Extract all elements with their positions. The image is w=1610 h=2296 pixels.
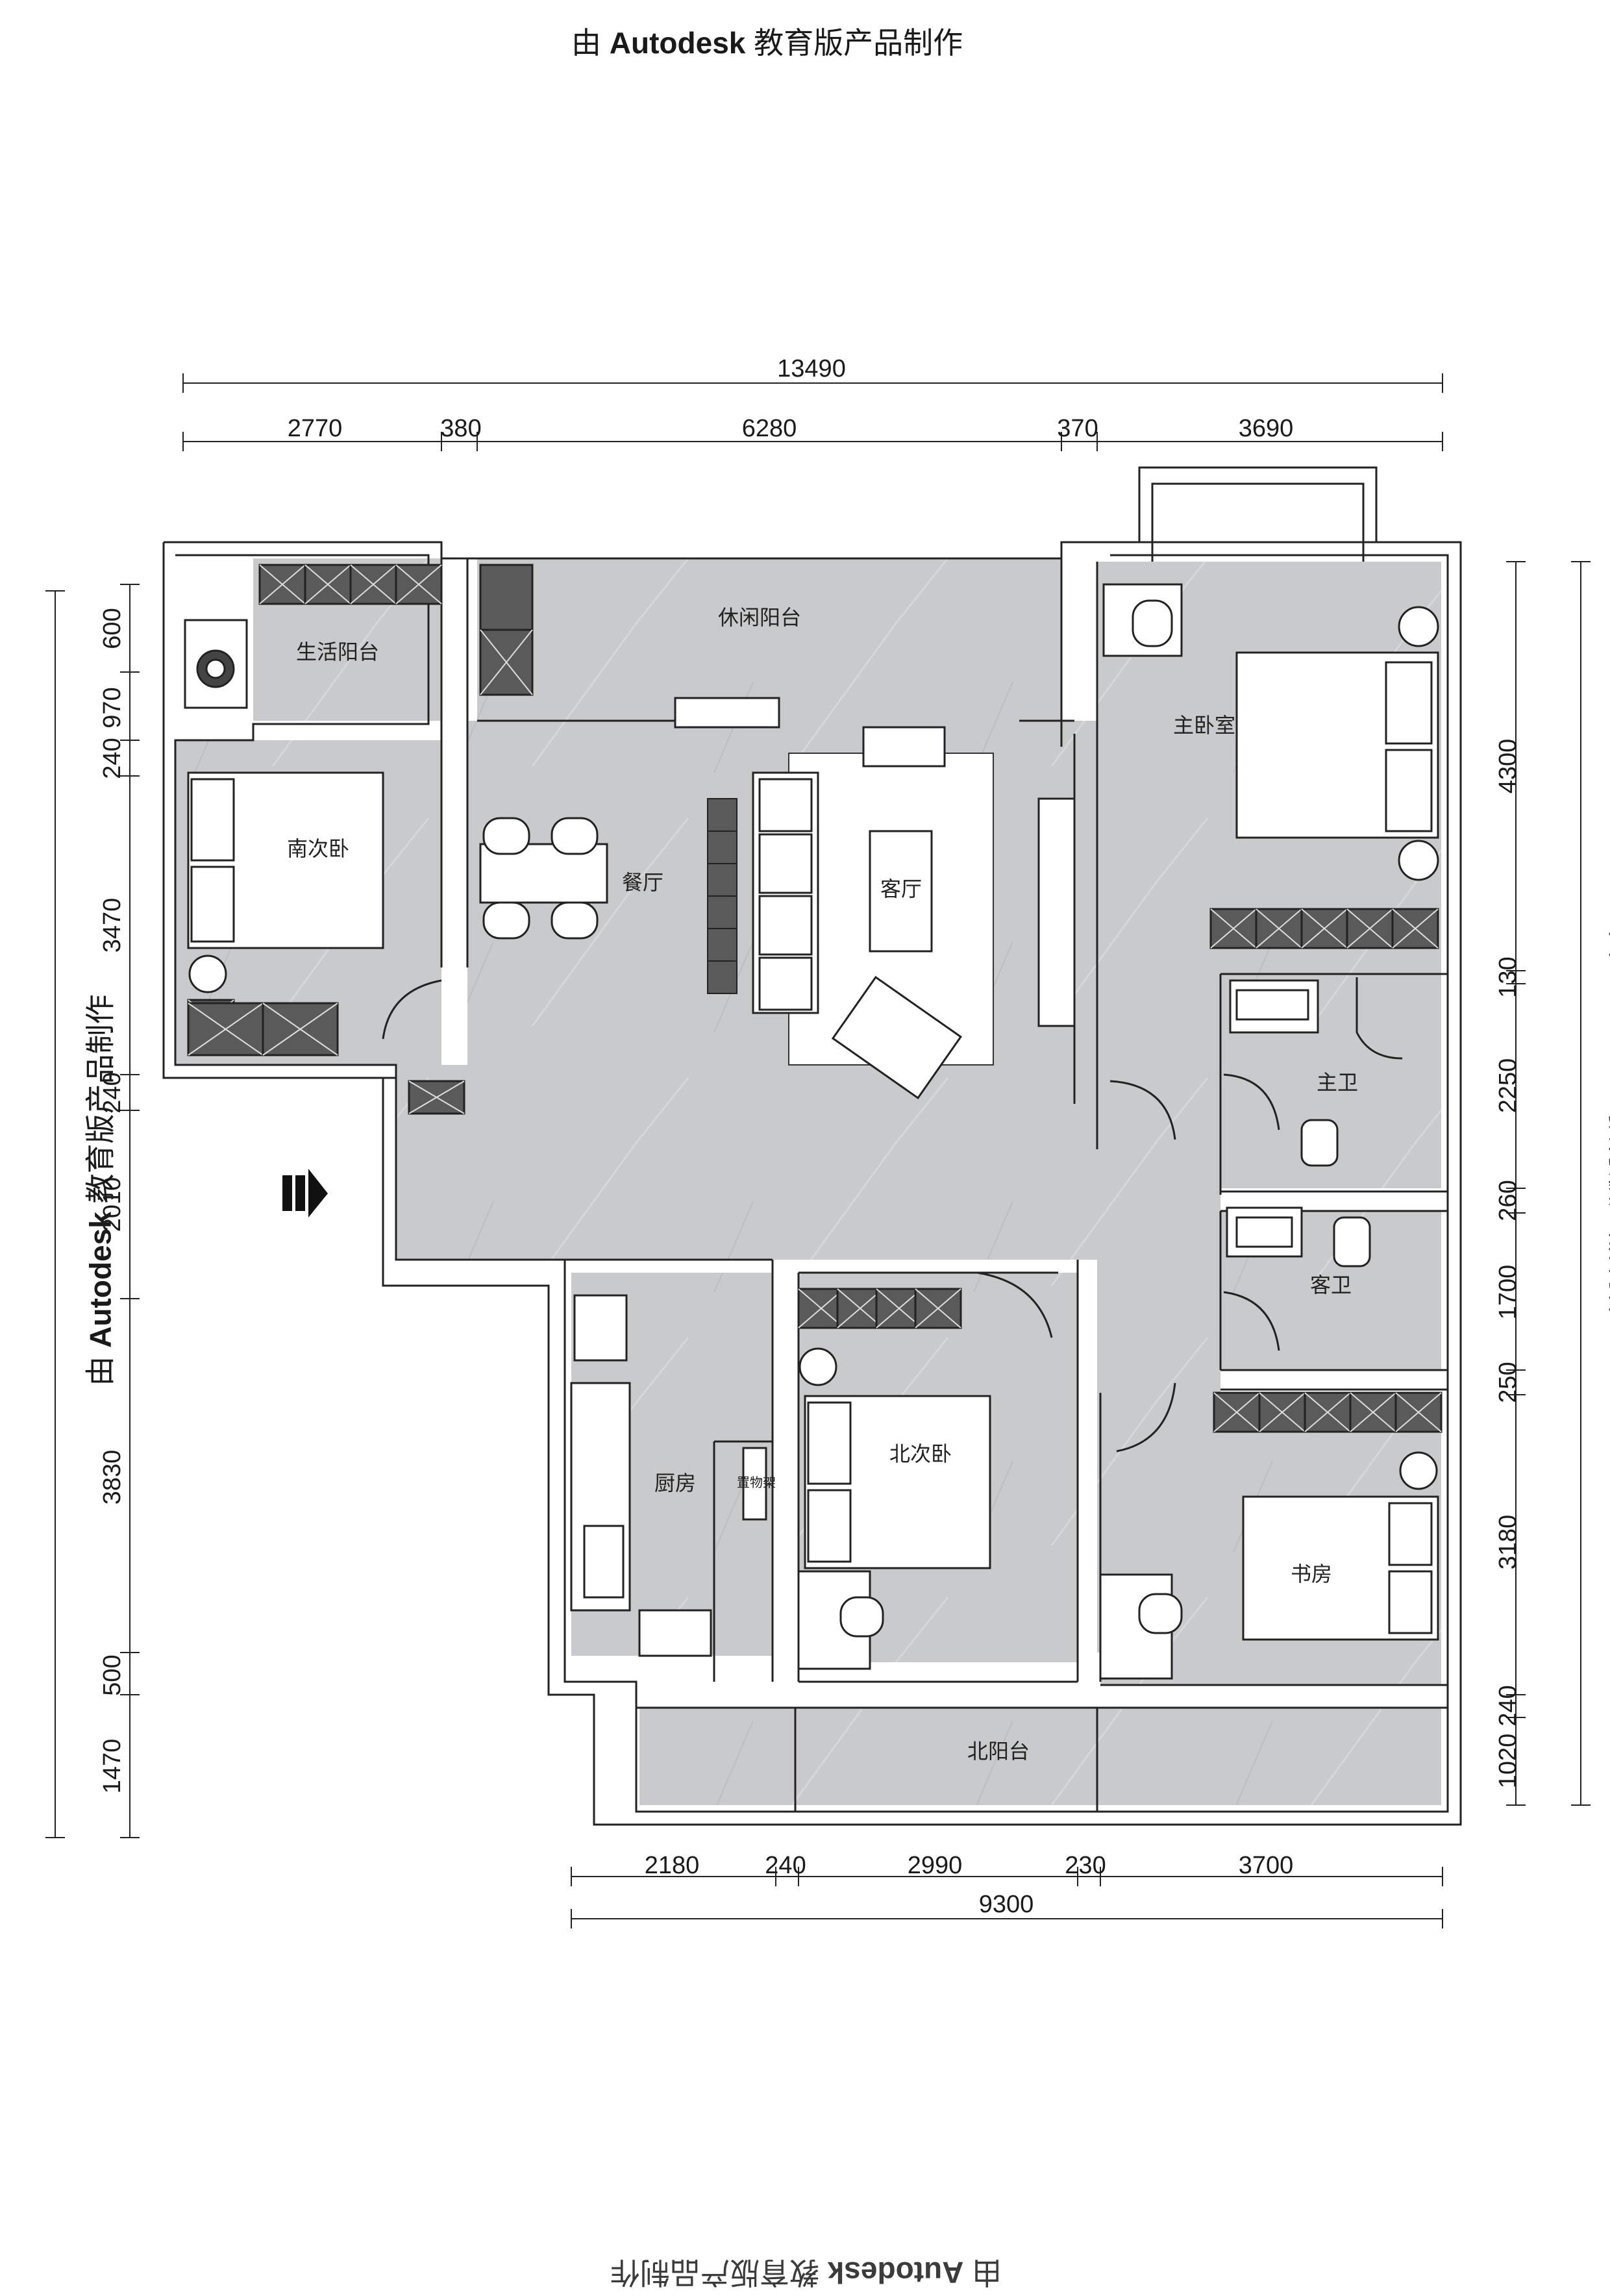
dim-bottom-5: 3700 <box>1239 1852 1294 1879</box>
dimension-top-segments: 2770 380 6280 370 3690 <box>182 415 1443 451</box>
dim-left-3: 240 <box>99 738 126 779</box>
dim-right-6: 250 <box>1494 1362 1522 1403</box>
walls <box>162 466 1462 1826</box>
dimension-left: 600 970 240 3470 240 2010 3830 500 1470 <box>45 584 140 1838</box>
room-label-utility-balcony: 生活阳台 <box>296 640 379 664</box>
cabinets <box>187 564 1443 1433</box>
room-label-dining: 餐厅 <box>622 870 663 895</box>
dim-left-2: 970 <box>99 687 126 728</box>
furniture <box>184 583 1439 1680</box>
room-label-leisure-balcony: 休闲阳台 <box>718 605 801 630</box>
room-label-living: 客厅 <box>880 877 922 901</box>
dim-bottom-2: 240 <box>765 1852 806 1879</box>
room-label-master-bedroom: 主卧室 <box>1173 713 1235 738</box>
dim-bottom-total: 9300 <box>979 1891 1034 1918</box>
dim-right-2: 130 <box>1494 956 1522 997</box>
entrance-arrow-icon <box>282 1169 328 1217</box>
room-label-north-bedroom: 北次卧 <box>889 1441 952 1466</box>
dim-left-7: 3830 <box>99 1450 126 1505</box>
dim-top-5: 3690 <box>1239 415 1294 442</box>
dim-top-2: 380 <box>440 415 481 442</box>
dimension-bottom-total: 9300 <box>571 1891 1443 1928</box>
doors <box>382 979 1280 1453</box>
room-label-guest-bath: 客卫 <box>1310 1273 1352 1297</box>
watermark-top: 由 Autodesk 教育版产品制作 <box>571 26 963 60</box>
dim-left-9: 1470 <box>99 1739 126 1794</box>
dim-bottom-1: 2180 <box>645 1852 700 1879</box>
dim-right-5: 1700 <box>1494 1265 1522 1320</box>
dim-left-4: 3470 <box>99 898 126 953</box>
dim-right-3: 2250 <box>1494 1058 1522 1114</box>
dim-bottom-3: 2990 <box>908 1852 963 1879</box>
dim-left-5: 240 <box>99 1072 126 1113</box>
dim-top-total: 13490 <box>777 355 846 382</box>
dim-right-8: 240 <box>1494 1685 1522 1726</box>
room-label-kitchen: 厨房 <box>654 1471 696 1495</box>
room-label-south-bedroom: 南次卧 <box>287 836 349 861</box>
room-label-north-balcony: 北阳台 <box>967 1739 1030 1764</box>
dimension-top-total: 13490 <box>182 355 1443 393</box>
dim-right-7: 3180 <box>1494 1515 1522 1570</box>
dim-right-9: 1020 <box>1494 1734 1522 1789</box>
dim-top-1: 2770 <box>288 415 343 442</box>
room-label-master-bath: 主卫 <box>1317 1070 1358 1095</box>
dim-left-8: 500 <box>99 1654 126 1695</box>
dimension-right: 4300 130 2250 260 1700 250 3180 240 1020 <box>1494 561 1591 1806</box>
dim-right-1: 4300 <box>1494 739 1522 794</box>
dim-right-4: 260 <box>1494 1180 1522 1221</box>
dimension-bottom-segments: 2180 240 2990 230 3700 <box>571 1852 1443 1886</box>
dim-top-3: 6280 <box>742 415 797 442</box>
room-label-study: 书房 <box>1291 1562 1332 1586</box>
dim-left-6: 2010 <box>99 1177 126 1232</box>
room-label-rack: 置物架 <box>737 1475 776 1490</box>
dim-bottom-4: 230 <box>1065 1852 1106 1879</box>
dim-left-1: 600 <box>99 608 126 649</box>
dim-top-4: 370 <box>1057 415 1098 442</box>
